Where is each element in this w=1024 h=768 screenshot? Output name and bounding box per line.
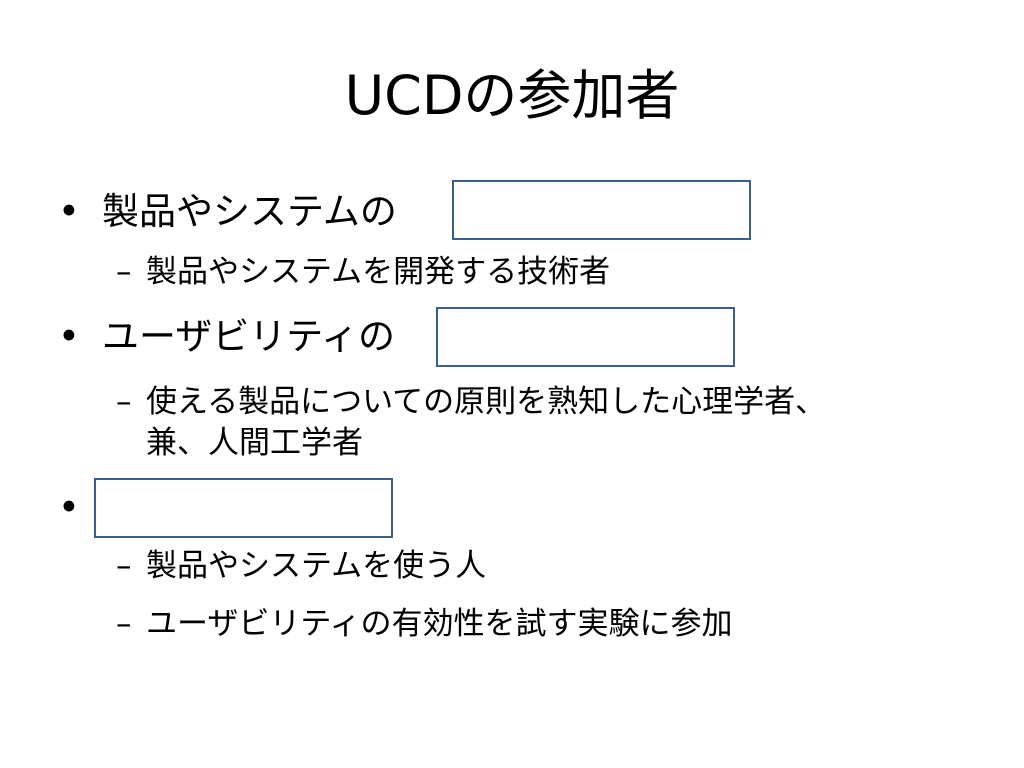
bullet-text: ユーザビリティの (102, 315, 396, 358)
sub-item-text: 製品やシステムを使う人 (146, 548, 487, 584)
blank-answer-box-2[interactable] (436, 307, 735, 367)
blank-answer-box-1[interactable] (452, 180, 751, 240)
sub-item-text: 製品やシステムを開発する技術者 (146, 254, 611, 290)
bullet-text: 製品やシステムの (102, 190, 397, 233)
dash-marker: – (116, 606, 132, 642)
sub-item-2-1-continuation: 兼、人間工学者 (146, 418, 646, 468)
sub-item-3-1: – 製品やシステムを使う人 (116, 541, 756, 591)
dash-marker: – (116, 254, 132, 290)
dash-marker: – (116, 384, 132, 420)
dash-marker: – (116, 548, 132, 584)
sub-item-text: 使える製品についての原則を熟知した心理学者、 (146, 384, 827, 420)
sub-item-3-2: – ユーザビリティの有効性を試す実験に参加 (116, 599, 996, 649)
sub-item-continuation-text: 兼、人間工学者 (146, 425, 363, 461)
bullet-item-1: • 製品やシステムの (58, 182, 458, 242)
bullet-item-3: • (58, 478, 98, 538)
bullet-item-2: • ユーザビリティの (58, 307, 438, 367)
blank-answer-box-3[interactable] (94, 478, 393, 538)
slide-title: UCDの参加者 (344, 64, 680, 127)
sub-item-1-1: – 製品やシステムを開発する技術者 (116, 247, 756, 297)
sub-item-2-1: – 使える製品についての原則を熟知した心理学者、 (116, 377, 996, 427)
sub-item-text: ユーザビリティの有効性を試す実験に参加 (146, 606, 733, 642)
bullet-marker: • (58, 190, 80, 233)
bullet-marker: • (58, 486, 80, 529)
bullet-marker: • (58, 315, 80, 358)
